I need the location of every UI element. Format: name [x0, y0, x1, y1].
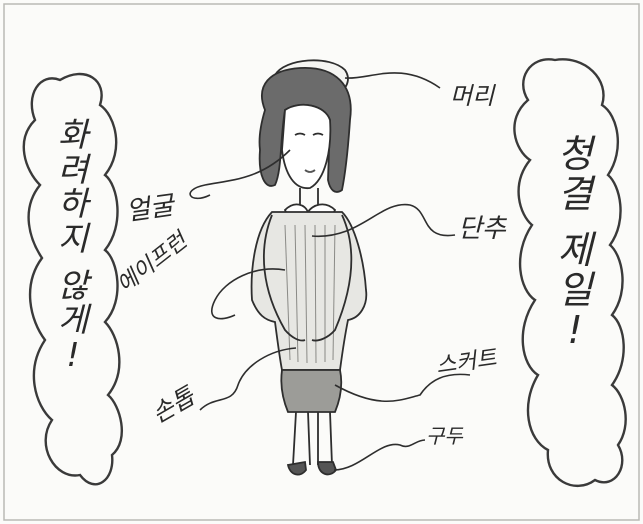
right-bubble-char: 일: [557, 267, 593, 312]
right-bubble-char: 결: [557, 171, 593, 216]
left-speech-bubble: [22, 72, 123, 486]
right-bubble-text: 청 결 제 일 !: [545, 132, 605, 352]
left-bubble-char: 려: [57, 149, 89, 189]
pointer-line-hands: [199, 347, 297, 411]
pointer-line-apron: [211, 268, 286, 320]
left-bubble-char: !: [66, 334, 80, 374]
woman-figure: [250, 59, 368, 476]
left-bubble-char: 화: [57, 115, 89, 154]
pointer-line-button: [311, 203, 456, 237]
right-bubble-char: 청: [557, 132, 593, 176]
right-bubble-char: 제: [557, 227, 593, 272]
label-shoes: 구두: [426, 424, 463, 448]
pointer-line-face: [189, 149, 291, 200]
label-face: 얼굴: [124, 190, 176, 228]
right-speech-bubble: [513, 58, 627, 488]
left-bubble-char: 게: [57, 300, 89, 340]
pointer-line-skirt: [334, 373, 471, 403]
left-bubble-text: 화 려 하 지 않 게 !: [48, 115, 98, 374]
label-button: 단추: [458, 214, 506, 244]
right-bubble-char: !: [567, 307, 583, 352]
page-border: [3, 3, 640, 521]
left-bubble-char: 하: [57, 184, 89, 224]
left-bubble-char: 않: [57, 265, 89, 305]
pointer-line-hair: [344, 72, 441, 89]
pointer-line-shoes: [333, 439, 426, 471]
left-bubble-char: 지: [57, 218, 89, 258]
label-hair: 머리: [450, 82, 495, 110]
